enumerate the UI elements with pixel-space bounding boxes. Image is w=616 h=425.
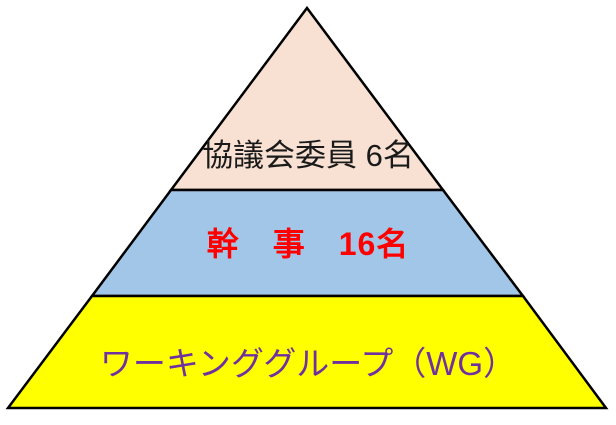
pyramid-level-bottom-trapezoid — [5, 294, 609, 410]
pyramid-level-middle-trapezoid — [89, 188, 526, 298]
pyramid-level-top-triangle — [168, 5, 446, 192]
